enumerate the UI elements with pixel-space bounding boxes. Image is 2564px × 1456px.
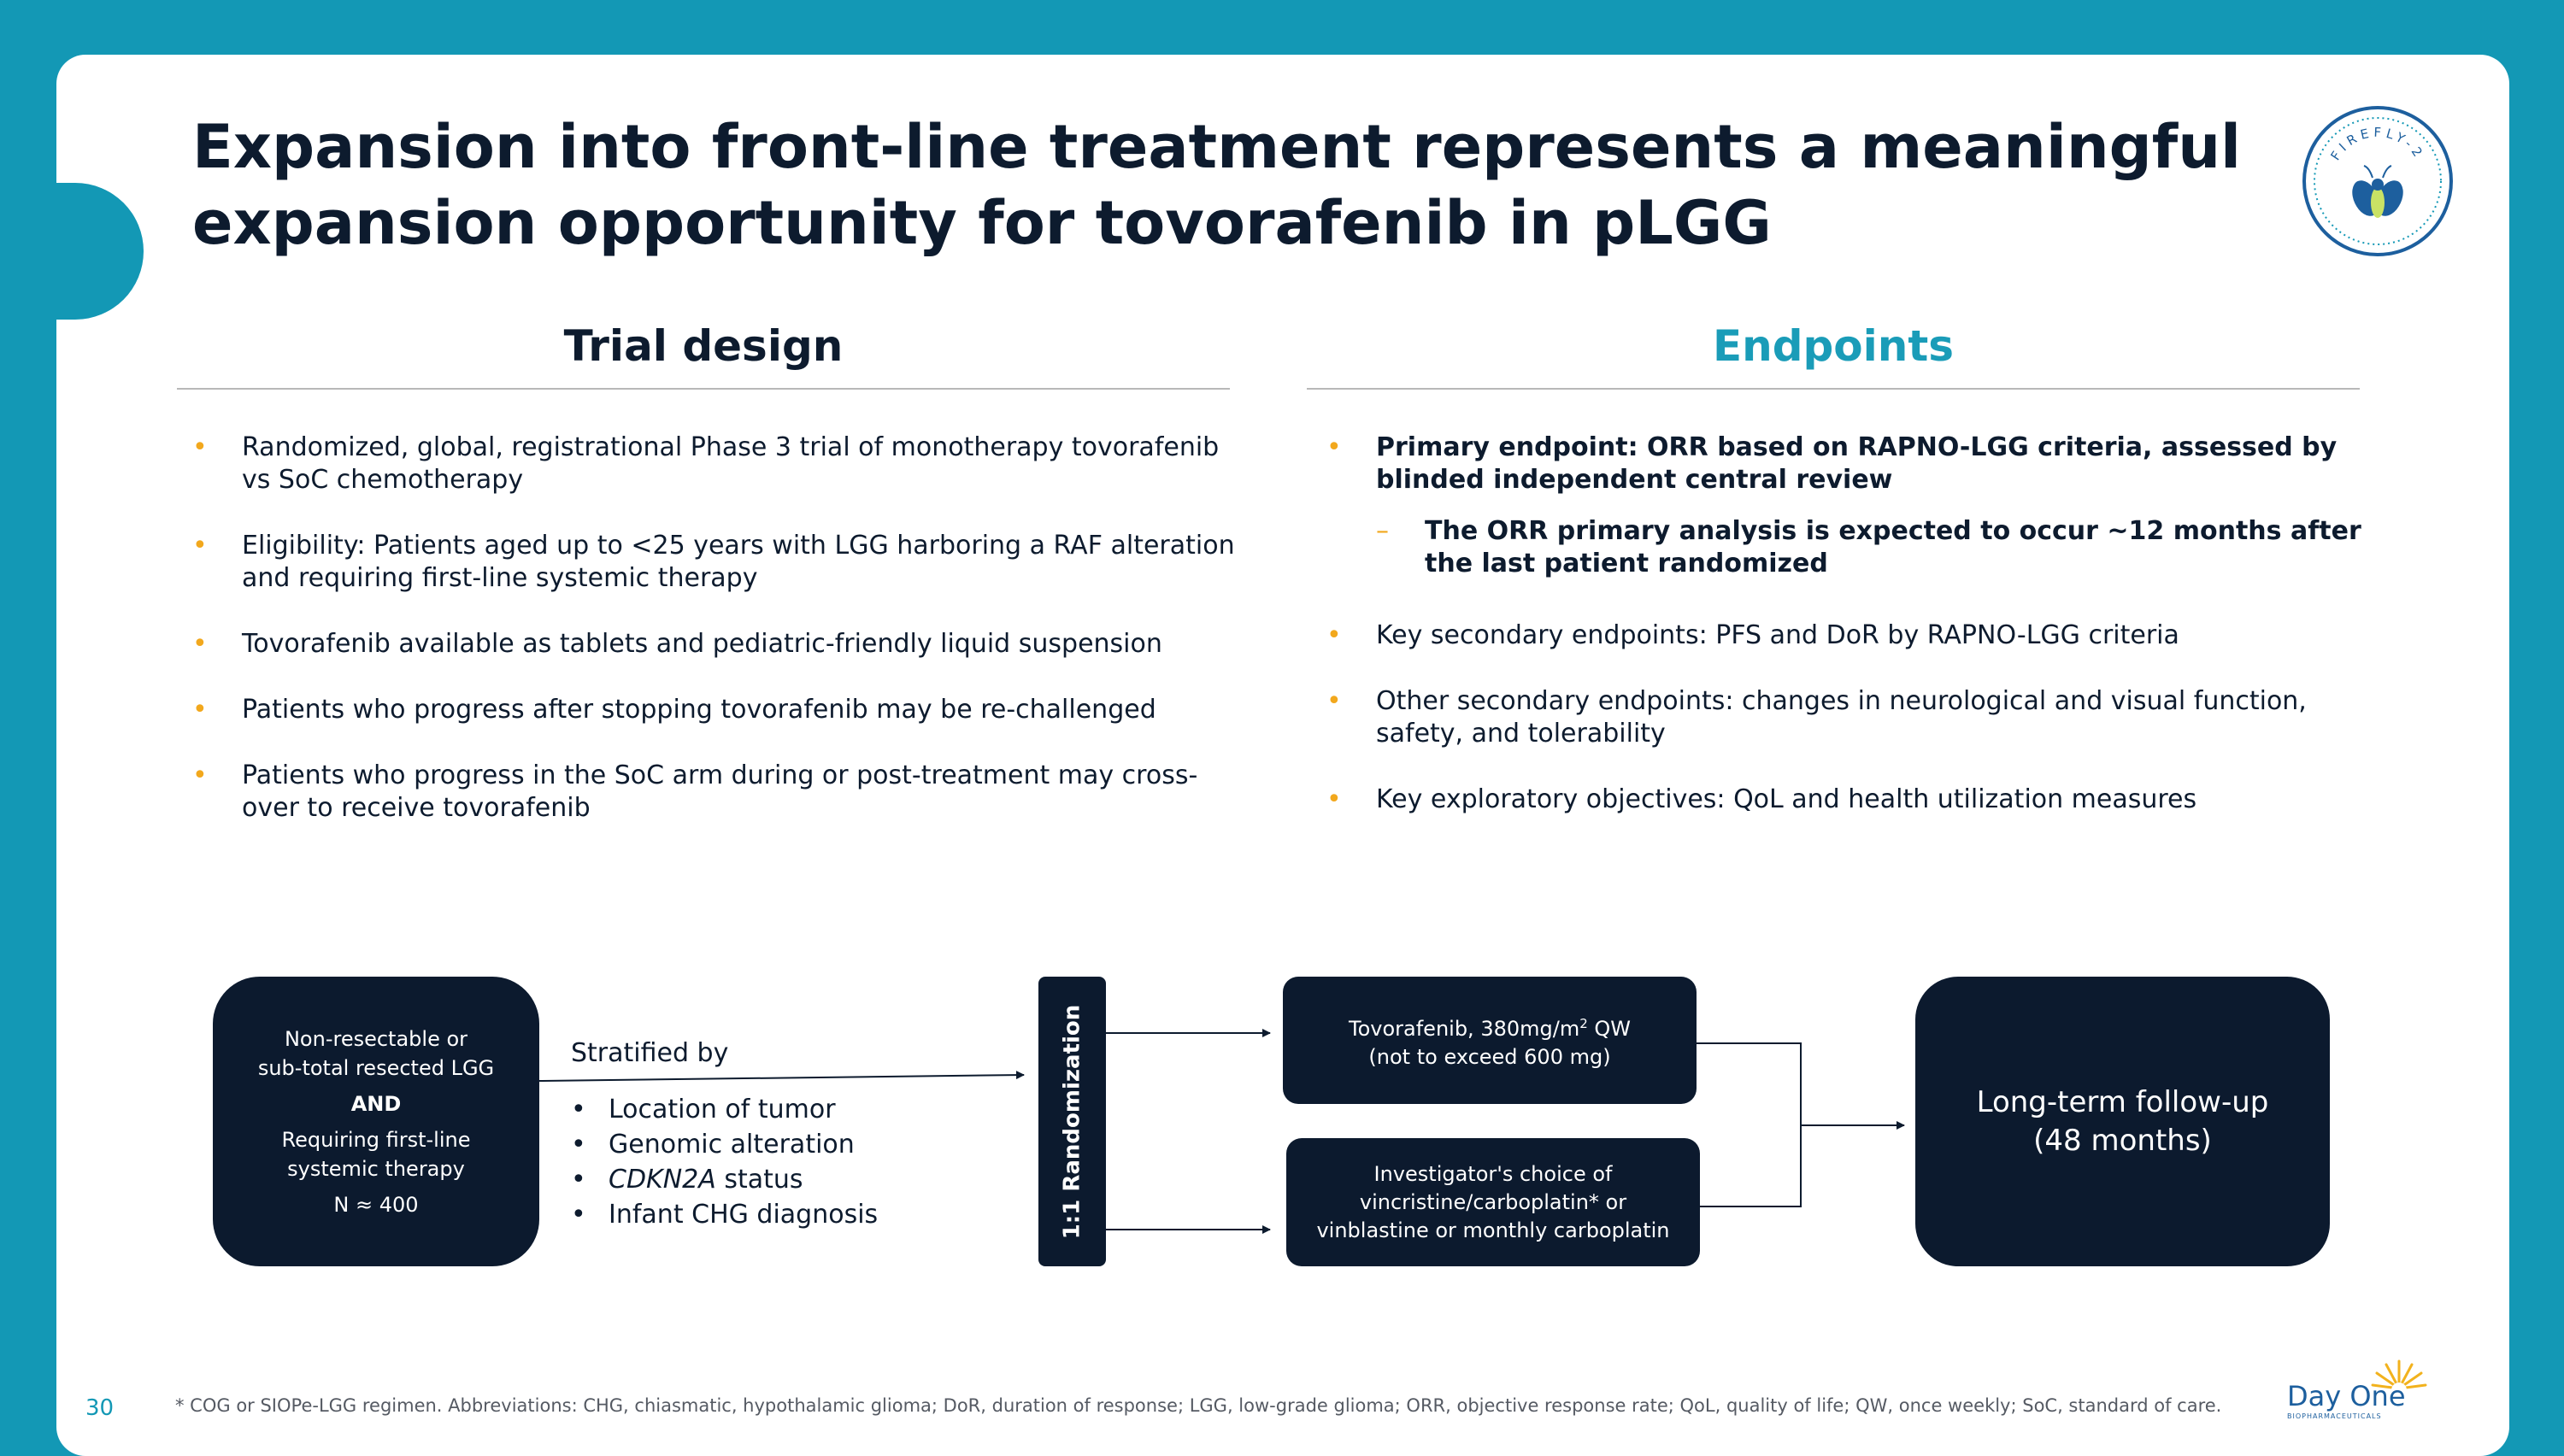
day-one-logo: Day One BIOPHARMACEUTICALS — [2287, 1354, 2432, 1423]
arm2-line-1: Investigator's choice of — [1373, 1161, 1613, 1186]
list-item: • CDKN2A status — [571, 1162, 878, 1197]
randomization-box: 1:1 Randomization — [1038, 977, 1106, 1266]
brand-name: Day One — [2287, 1380, 2406, 1412]
bullet-icon: • — [192, 760, 208, 790]
bullet-text: Key secondary endpoints: PFS and DoR by … — [1376, 620, 2179, 650]
list-item: • Eligibility: Patients aged up to <25 ye… — [192, 530, 1252, 595]
arm2-line-3: vinblastine or monthly carboplatin — [1316, 1218, 1670, 1242]
brand-subtitle: BIOPHARMACEUTICALS — [2287, 1412, 2382, 1420]
bullet-text: Patients who progress after stopping tov… — [242, 695, 1156, 725]
followup-line-1: Long-term follow-up — [1976, 1084, 2269, 1119]
bullet-text: Other secondary endpoints: changes in ne… — [1376, 686, 2307, 749]
population-and: AND — [350, 1091, 402, 1116]
population-line-3: Requiring first-line — [281, 1127, 471, 1152]
bullet-icon: • — [192, 629, 208, 659]
list-item: • Other secondary endpoints: changes in n… — [1326, 685, 2386, 750]
bullet-icon: • — [571, 1095, 586, 1124]
list-item: • Tovorafenib available as tablets and pe… — [192, 628, 1252, 660]
population-line-2: sub-total resected LGG — [257, 1055, 495, 1080]
bullet-text: Key exploratory objectives: QoL and heal… — [1376, 784, 2197, 814]
list-item-sub: – The ORR primary analysis is expected t… — [1326, 515, 2386, 580]
trial-design-divider — [177, 388, 1230, 390]
dash-bullet-icon: – — [1376, 516, 1389, 546]
bullet-icon: • — [192, 531, 208, 561]
footnote: * COG or SIOPe-LGG regimen. Abbreviation… — [175, 1395, 2222, 1416]
list-item: • Patients who progress in the SoC arm du… — [192, 760, 1252, 825]
arm2-line-2: vincristine/carboplatin* or — [1359, 1189, 1627, 1214]
population-n: N ≈ 400 — [333, 1192, 419, 1217]
list-item: • Primary endpoint: ORR based on RAPNO-L… — [1326, 432, 2386, 496]
population-line-4: systemic therapy — [287, 1156, 465, 1181]
bullet-icon: • — [1326, 620, 1342, 650]
bullet-icon: • — [571, 1165, 586, 1195]
followup-box: Long-term follow-up (48 months) — [1915, 977, 2330, 1266]
slide-title-line-1: Expansion into front-line treatment repr… — [192, 112, 2242, 182]
strata-text: status — [724, 1165, 803, 1195]
slide-tab-decoration — [39, 183, 144, 320]
primary-endpoint-text: Primary endpoint: ORR based on RAPNO-LGG… — [1376, 432, 2338, 495]
list-item: • Location of tumor — [571, 1092, 878, 1127]
arm1-cap: (not to exceed 600 mg) — [1368, 1044, 1611, 1069]
bullet-text: Randomized, global, registrational Phase… — [242, 432, 1220, 495]
followup-line-2: (48 months) — [2033, 1123, 2212, 1158]
trial-design-list: • Randomized, global, registrational Phas… — [192, 432, 1252, 858]
bullet-icon: • — [1326, 784, 1342, 814]
bullet-icon: • — [571, 1130, 586, 1160]
bullet-text: Eligibility: Patients aged up to <25 yea… — [242, 531, 1235, 593]
gene-name: CDKN2A — [609, 1165, 716, 1195]
endpoints-list: • Primary endpoint: ORR based on RAPNO-L… — [1326, 432, 2386, 816]
list-item: • Patients who progress after stopping to… — [192, 694, 1252, 726]
population-box: Non-resectable or sub-total resected LGG… — [213, 977, 539, 1266]
bullet-text: Tovorafenib available as tablets and ped… — [242, 629, 1162, 659]
population-line-1: Non-resectable or — [284, 1026, 468, 1051]
arm1-superscript: 2 — [1579, 1015, 1588, 1031]
list-item: • Key exploratory objectives: QoL and hea… — [1326, 784, 2386, 816]
slide-title: Expansion into front-line treatment repr… — [192, 109, 2242, 261]
bullet-icon: • — [1326, 686, 1342, 716]
list-item: • Genomic alteration — [571, 1127, 878, 1162]
stratified-by-label: Stratified by — [571, 1038, 729, 1068]
list-item: • Randomized, global, registrational Phas… — [192, 432, 1252, 496]
slide-title-line-2: expansion opportunity for tovorafenib in… — [192, 188, 1772, 258]
strata-text: Infant CHG diagnosis — [609, 1200, 879, 1230]
trial-design-heading: Trial design — [563, 321, 844, 371]
arm1-dose: Tovorafenib, 380mg/m — [1349, 1016, 1580, 1041]
bullet-icon: • — [1326, 432, 1342, 462]
endpoints-divider — [1307, 388, 2360, 390]
page-number: 30 — [85, 1395, 115, 1421]
strata-text: Genomic alteration — [609, 1130, 855, 1160]
endpoints-heading: Endpoints — [1712, 321, 1955, 371]
tovorafenib-arm-box: Tovorafenib, 380mg/m2 QW (not to exceed … — [1283, 977, 1697, 1104]
bullet-icon: • — [571, 1200, 586, 1230]
list-item: • Infant CHG diagnosis — [571, 1197, 878, 1232]
strata-list: • Location of tumor • Genomic alteration •… — [571, 1092, 878, 1232]
strata-text: Location of tumor — [609, 1095, 836, 1124]
bullet-text: Patients who progress in the SoC arm dur… — [242, 760, 1198, 823]
firefly-icon — [2352, 165, 2403, 218]
chemotherapy-arm-box: Investigator's choice of vincristine/car… — [1286, 1138, 1700, 1266]
bullet-icon: • — [192, 432, 208, 462]
list-item: • Key secondary endpoints: PFS and DoR by… — [1326, 619, 2386, 652]
arm1-frequency: QW — [1587, 1016, 1631, 1041]
bullet-icon: • — [192, 695, 208, 725]
sun-icon — [2371, 1359, 2427, 1397]
primary-analysis-text: The ORR primary analysis is expected to … — [1425, 516, 2361, 578]
randomization-label: 1:1 Randomization — [1059, 1004, 1085, 1239]
firefly-2-logo: FIREFLY-2 — [2302, 106, 2453, 256]
